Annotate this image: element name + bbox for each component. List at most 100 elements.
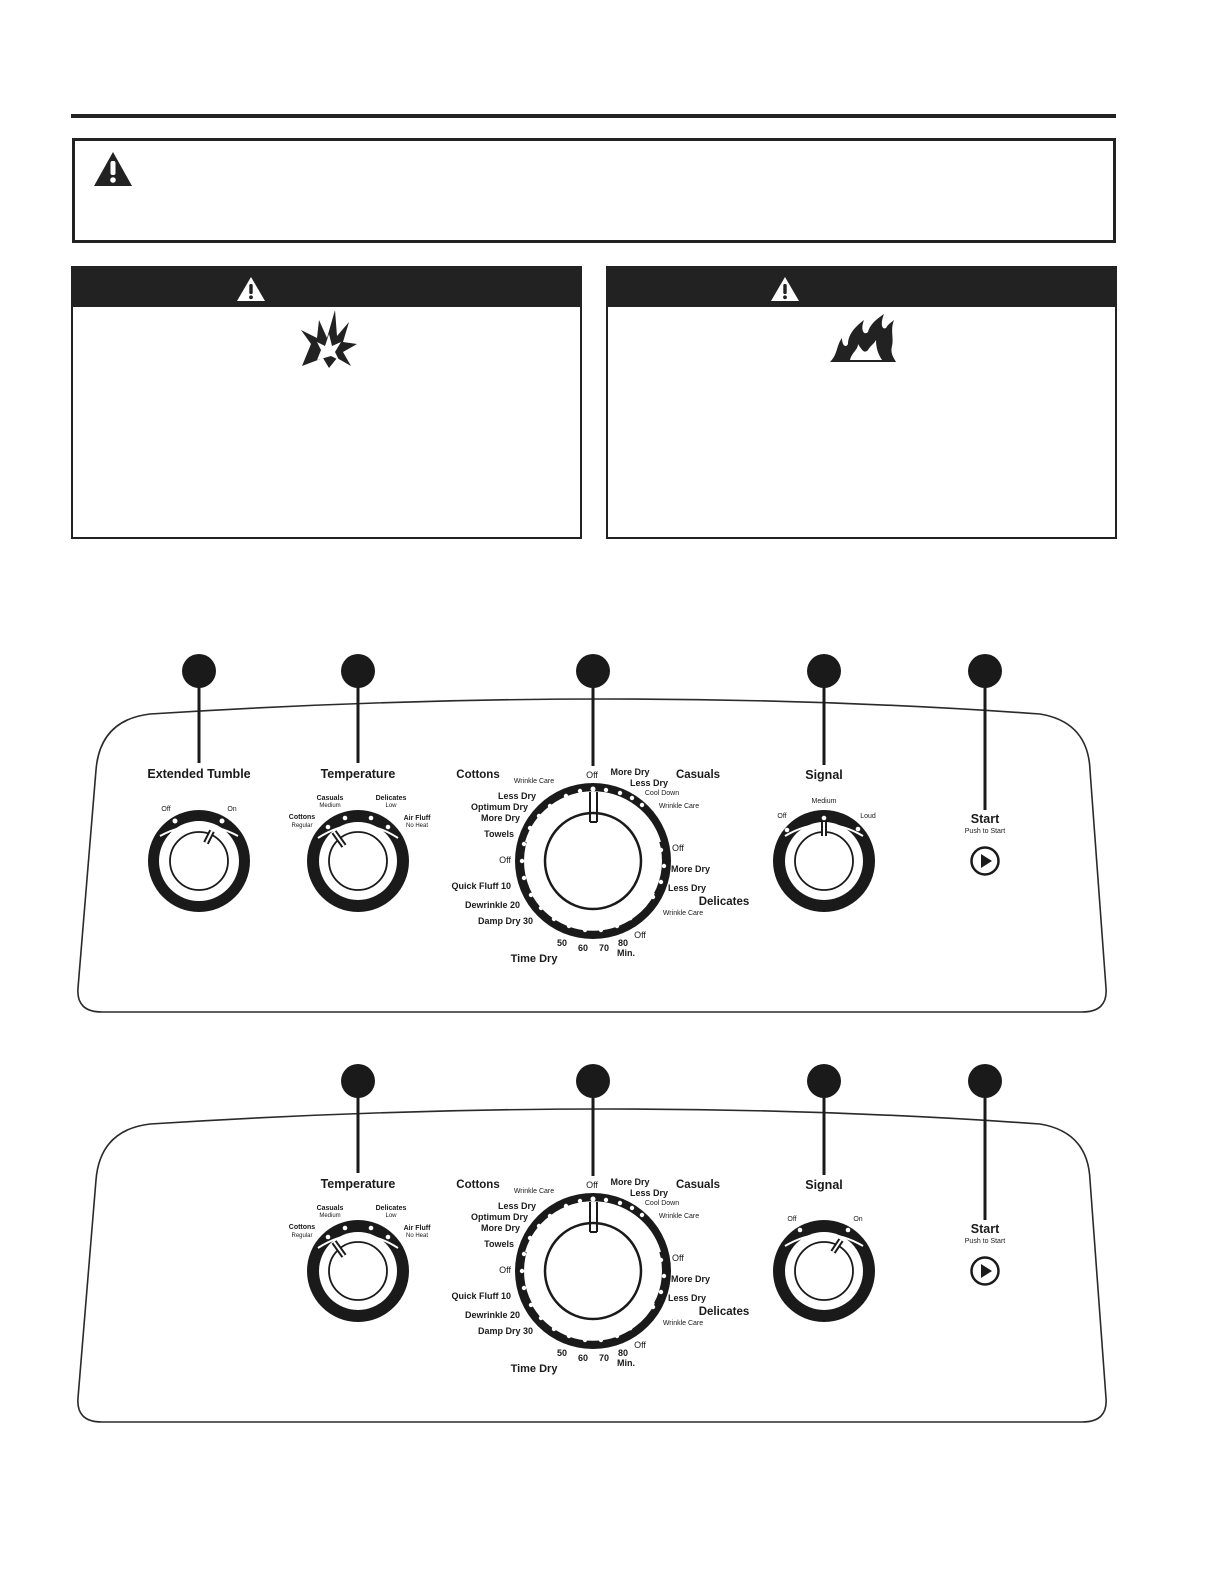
start-button[interactable] — [970, 1256, 1000, 1286]
temp-air-fluff: Air Fluff — [404, 815, 431, 822]
explosion-icon — [301, 310, 357, 368]
time-80: 80 — [618, 1348, 628, 1358]
top-rule — [71, 114, 1116, 118]
cycle-off-right: Off — [672, 1253, 684, 1263]
signal-title: Signal — [805, 1178, 843, 1192]
fire-warning-box — [606, 266, 1117, 539]
cycle-off-left: Off — [499, 1265, 511, 1275]
temp-casuals: Casuals — [317, 795, 344, 802]
cycle-towels: Towels — [484, 1239, 514, 1249]
cycle-delicates: Delicates — [699, 1306, 750, 1318]
temp-medium: Medium — [319, 1213, 340, 1219]
safety-info-box — [72, 138, 1116, 243]
cycle-labels: Cottons Wrinkle Care Off More Dry Casual… — [451, 1177, 749, 1375]
start-title: Start — [971, 812, 1000, 826]
cycle-cottons: Cottons — [456, 769, 499, 781]
time-60: 60 — [578, 1353, 588, 1363]
extended-tumble-off: Off — [161, 806, 170, 813]
warning-header — [608, 268, 1115, 307]
cycle-more-dry-right: More Dry — [671, 864, 710, 874]
cycle-more-dry-top: More Dry — [610, 767, 649, 777]
time-70: 70 — [599, 1353, 609, 1363]
temp-delicates: Delicates — [376, 795, 407, 802]
cycle-wrinkle-care: Wrinkle Care — [514, 1188, 554, 1195]
signal-off: Off — [787, 1216, 796, 1223]
cycle-off-bottom: Off — [634, 930, 646, 940]
cycle-off-right: Off — [672, 843, 684, 853]
cycle-off-bottom: Off — [634, 1340, 646, 1350]
signal-title: Signal — [805, 768, 843, 782]
temperature-knob[interactable] — [307, 1220, 409, 1322]
cycle-towels: Towels — [484, 829, 514, 839]
temp-cottons: Cottons — [289, 1224, 316, 1231]
cycle-damp-dry: Damp Dry 30 — [478, 1326, 533, 1336]
cycle-cottons: Cottons — [456, 1179, 499, 1191]
start-subtitle: Push to Start — [965, 1238, 1006, 1245]
time-50: 50 — [557, 1348, 567, 1358]
extended-tumble-on: On — [227, 806, 236, 813]
callout-markers — [182, 654, 1002, 810]
temp-medium: Medium — [319, 803, 340, 809]
cycle-optimum-dry: Optimum Dry — [471, 802, 528, 812]
cycle-dial-knob[interactable] — [515, 1193, 671, 1349]
control-panel-with-extended-tumble: Extended Tumble Off On Temperature Casua… — [77, 654, 1107, 1013]
cycle-off-top: Off — [586, 770, 598, 780]
cycle-less-dry-top: Less Dry — [630, 1188, 668, 1198]
signal-off: Off — [777, 813, 786, 820]
cycle-more-dry-left: More Dry — [481, 813, 520, 823]
temperature-knob[interactable] — [307, 810, 409, 912]
extended-tumble-knob[interactable] — [148, 810, 250, 912]
cycle-dial-knob[interactable] — [515, 783, 671, 939]
cycle-quick-fluff: Quick Fluff 10 — [451, 1291, 511, 1301]
cycle-dewrinkle: Dewrinkle 20 — [465, 900, 520, 910]
extended-tumble-title: Extended Tumble — [147, 767, 250, 781]
signal-loud: Loud — [860, 813, 876, 820]
cycle-more-dry-right: More Dry — [671, 1274, 710, 1284]
time-80: 80 — [618, 938, 628, 948]
temp-air-fluff: Air Fluff — [404, 1225, 431, 1232]
warning-header — [73, 268, 580, 307]
cycle-damp-dry: Damp Dry 30 — [478, 916, 533, 926]
cycle-casuals: Casuals — [676, 769, 720, 781]
start-subtitle: Push to Start — [965, 828, 1006, 835]
cycle-off-top: Off — [586, 1180, 598, 1190]
warning-triangle-icon — [771, 277, 799, 301]
cycle-wrinkle-care-right: Wrinkle Care — [659, 803, 699, 810]
cycle-less-dry-right: Less Dry — [668, 883, 706, 893]
cycle-less-dry-top: Less Dry — [630, 778, 668, 788]
time-dry-title: Time Dry — [511, 1363, 559, 1375]
signal-knob[interactable] — [773, 810, 875, 912]
play-icon — [970, 846, 1000, 876]
cycle-dewrinkle: Dewrinkle 20 — [465, 1310, 520, 1320]
time-70: 70 — [599, 943, 609, 953]
temp-no-heat: No Heat — [406, 1233, 428, 1239]
temp-delicates: Delicates — [376, 1205, 407, 1212]
time-60: 60 — [578, 943, 588, 953]
start-title: Start — [971, 1222, 1000, 1236]
callout-markers — [341, 1064, 1002, 1220]
signal-on: On — [853, 1216, 862, 1223]
cycle-more-dry-top: More Dry — [610, 1177, 649, 1187]
warning-triangle-icon — [237, 277, 265, 301]
control-panel-without-extended-tumble: Temperature Casuals Medium Delicates Low… — [77, 1064, 1107, 1423]
time-dry-title: Time Dry — [511, 953, 559, 965]
cycle-wrinkle-care: Wrinkle Care — [514, 778, 554, 785]
cycle-less-dry-right: Less Dry — [668, 1293, 706, 1303]
signal-knob[interactable] — [773, 1220, 875, 1322]
temp-cottons: Cottons — [289, 814, 316, 821]
cycle-casuals: Casuals — [676, 1179, 720, 1191]
cycle-optimum-dry: Optimum Dry — [471, 1212, 528, 1222]
cycle-cool-down: Cool Down — [645, 1200, 679, 1207]
temp-casuals: Casuals — [317, 1205, 344, 1212]
cycle-delicates: Delicates — [699, 896, 750, 908]
temp-no-heat: No Heat — [406, 823, 428, 829]
cycle-labels: Cottons Wrinkle Care Off More Dry Casual… — [451, 767, 749, 965]
temperature-title: Temperature — [321, 1177, 396, 1191]
temperature-title: Temperature — [321, 767, 396, 781]
cycle-cool-down: Cool Down — [645, 790, 679, 797]
fire-icon — [830, 314, 896, 362]
start-button[interactable] — [970, 846, 1000, 876]
temp-low: Low — [385, 1213, 397, 1219]
time-50: 50 — [557, 938, 567, 948]
